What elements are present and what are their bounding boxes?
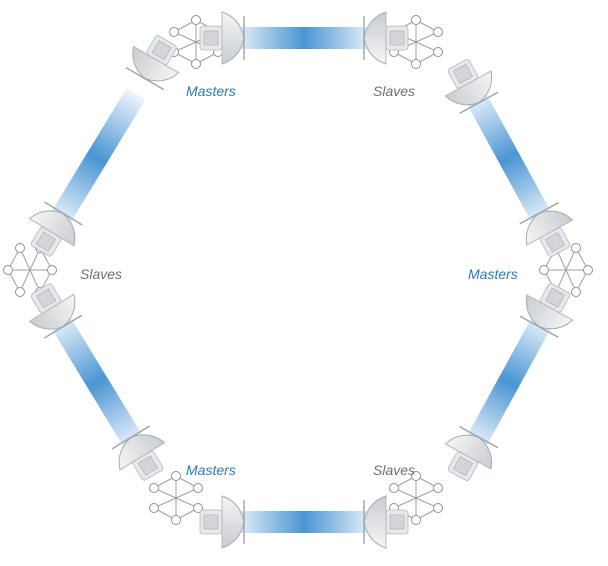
radio-dish-icon [363, 495, 409, 549]
radio-dish-icon [28, 201, 83, 257]
wireless-link-beam [234, 27, 374, 49]
radio-dish-icon [28, 283, 83, 339]
wireless-link-beam [48, 312, 146, 452]
radio-dish-icon [444, 59, 499, 114]
mast-bracket-icon [389, 15, 443, 69]
label-slaves-top-right: Slaves [373, 83, 416, 99]
radio-dish-icon [111, 425, 166, 481]
wireless-link-beam [464, 88, 554, 228]
mast-bracket-icon [389, 471, 443, 525]
label-slaves-bottom-right: Slaves [373, 462, 416, 478]
wireless-link-beam [464, 312, 554, 452]
label-masters-top: Masters [186, 83, 236, 99]
wireless-link-beam [234, 511, 374, 533]
radio-dish-icon [444, 426, 499, 481]
mast-bracket-icon [149, 471, 203, 525]
radio-dish-icon [199, 495, 245, 549]
radio-dish-icon [363, 11, 409, 65]
label-slaves-left: Slaves [80, 266, 123, 282]
radio-dish-icon [125, 35, 180, 91]
radio-dish-icon [519, 202, 574, 257]
radio-dish-icon [519, 283, 574, 338]
label-masters-right: Masters [468, 266, 518, 282]
wireless-link-beam [48, 88, 146, 228]
radio-dish-icon [199, 11, 245, 65]
label-masters-bottom: Masters [186, 462, 236, 478]
